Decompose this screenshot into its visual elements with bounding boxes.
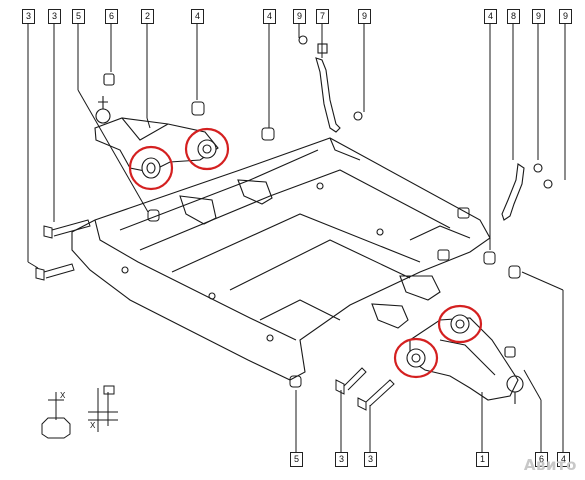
stabilizer-link-right — [501, 163, 553, 221]
highlighted-bushings — [141, 139, 470, 368]
callout-bottom-4: 1 — [476, 452, 489, 467]
bolts — [35, 219, 395, 411]
callout-top-13: 9 — [532, 9, 545, 24]
callout-bottom-6: 4 — [557, 452, 570, 467]
leader-lines-bottom — [295, 271, 564, 452]
control-arm-right — [409, 317, 524, 404]
callout-top-2: 3 — [48, 9, 61, 24]
inset-detail — [41, 385, 118, 439]
callout-top-9: 7 — [316, 9, 329, 24]
watermark: Авито — [523, 456, 577, 474]
bushing-highlight-4 — [393, 337, 439, 379]
bushings-nuts — [147, 101, 521, 388]
control-arm-left — [94, 73, 219, 173]
stabilizer-link-left — [298, 35, 363, 133]
callout-bottom-5: 6 — [535, 452, 548, 467]
inset-x-label-2: X — [90, 421, 96, 430]
callout-top-8: 9 — [293, 9, 306, 24]
bushing-highlight-3 — [437, 304, 483, 344]
callout-bottom-2: 3 — [335, 452, 348, 467]
inset-x-label-1: X — [60, 391, 66, 400]
callout-bottom-3: 3 — [364, 452, 377, 467]
bushing-highlight-1 — [128, 145, 174, 191]
bushing-highlight-2 — [184, 127, 230, 171]
highlight-circles — [128, 127, 483, 379]
callout-bottom-1: 5 — [290, 452, 303, 467]
subframe — [71, 137, 491, 381]
leader-lines-top — [27, 23, 566, 269]
